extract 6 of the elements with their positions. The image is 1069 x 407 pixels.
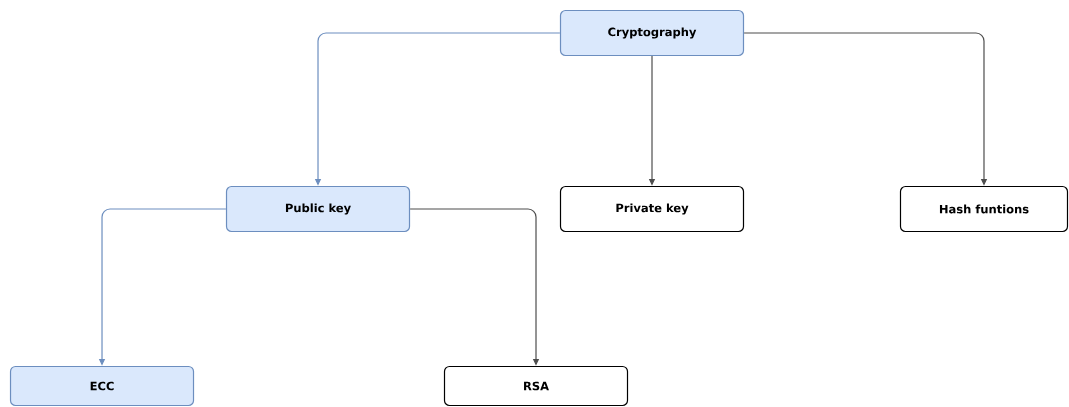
process-box: RSA — [443, 365, 629, 407]
process-box: Hash funtions — [899, 185, 1069, 233]
process-box: Private key — [559, 185, 745, 233]
process-box: ECC — [9, 365, 195, 407]
process-box: Cryptography — [559, 9, 745, 57]
process-box: Public key — [225, 185, 411, 233]
